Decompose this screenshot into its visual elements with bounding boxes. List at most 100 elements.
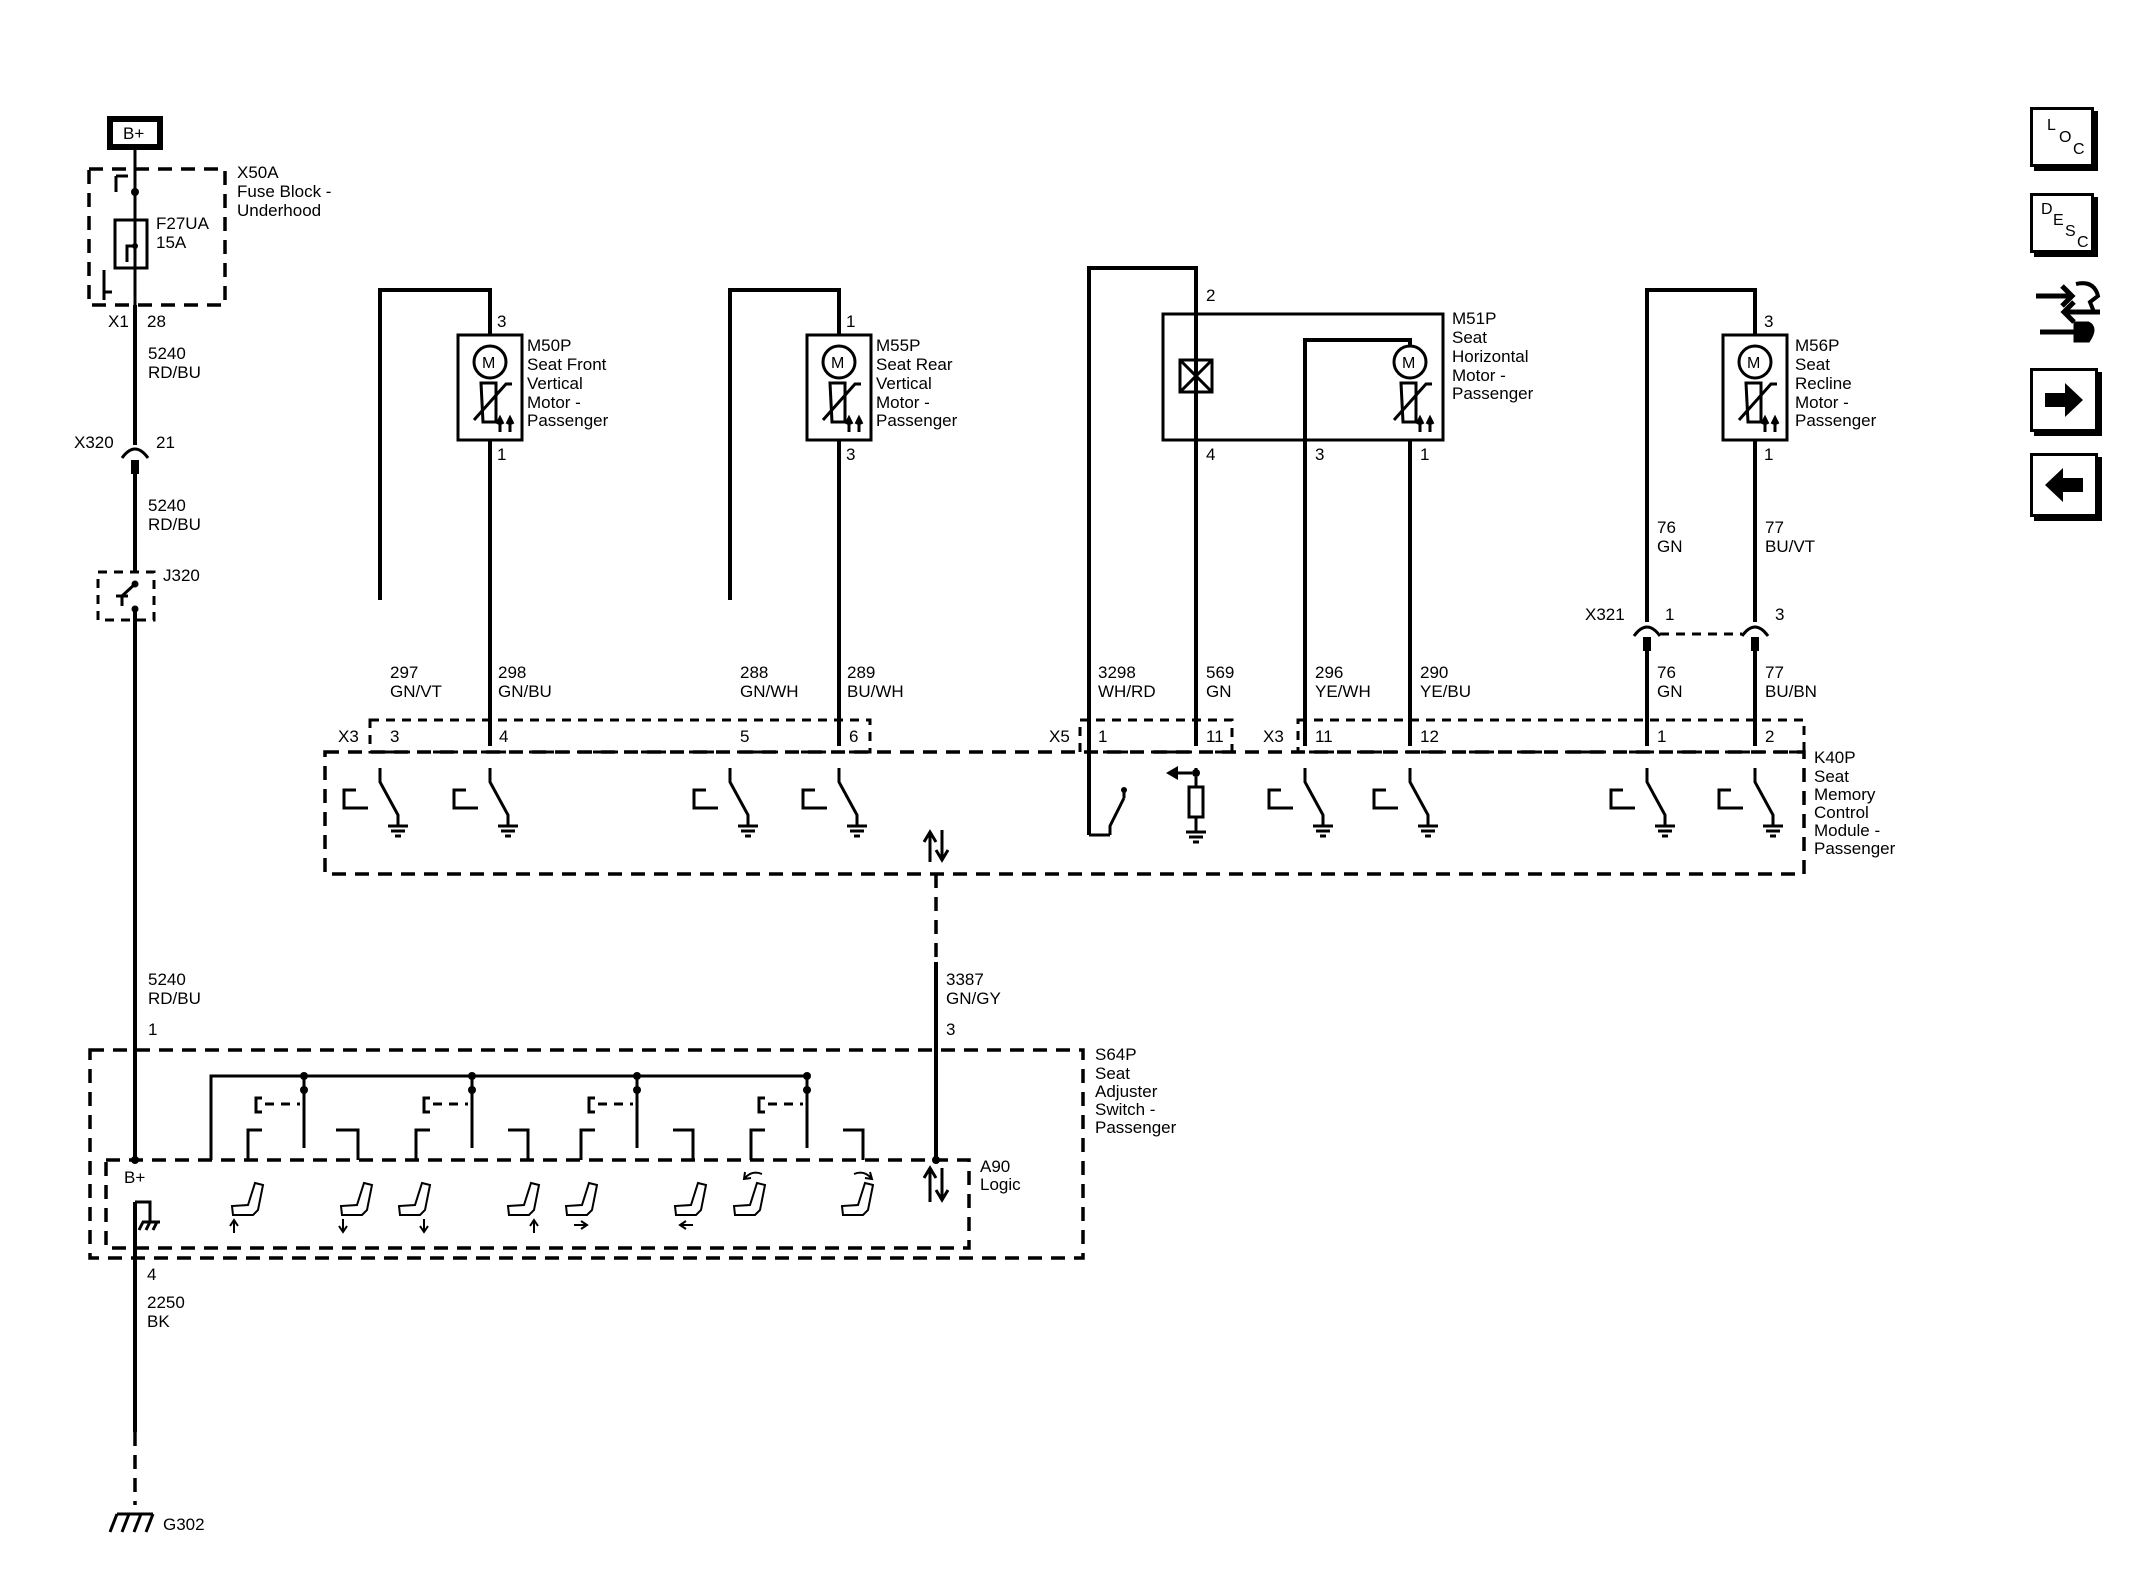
k40p-line5: Passenger <box>1814 839 1896 858</box>
ground-wire-circuit: 2250 <box>147 1293 185 1312</box>
a90-ground-symbol <box>135 1200 160 1231</box>
m50p-line3: Motor - <box>527 393 581 412</box>
m55p-wire-b-circuit: 289 <box>847 663 875 682</box>
k40p-sensor-resistor <box>1187 785 1205 819</box>
k40p-x3-connector <box>368 718 872 754</box>
m56p-pin-bottom: 1 <box>1764 445 1773 464</box>
arrow-right-icon <box>2045 383 2083 417</box>
fuse-rating: 15A <box>156 233 187 252</box>
m56p-wire-d-circuit: 77 <box>1765 663 1784 682</box>
loc-button[interactable]: L O C <box>2030 107 2094 167</box>
m56p-wire-d-color: BU/BN <box>1765 682 1817 701</box>
k40p-x3b-connector <box>1296 718 1806 754</box>
fuse-block-name-1: Fuse Block - <box>237 182 331 201</box>
main-wire-circuit-1: 5240 <box>148 344 186 363</box>
m51p-line2: Horizontal <box>1452 347 1529 366</box>
loc-o: O <box>2059 129 2072 146</box>
m51p-wire-a-color: WH/RD <box>1098 682 1156 701</box>
m50p-line1: Seat Front <box>527 355 607 374</box>
m51p-wire-c-circuit: 296 <box>1315 663 1343 682</box>
svg-text:M: M <box>1402 355 1415 372</box>
fuse-block-pin: 28 <box>147 312 166 331</box>
m56p-wire-c-color: GN <box>1657 682 1683 701</box>
m56p-motor-symbol <box>1737 344 1773 380</box>
s64p-line2: Adjuster <box>1095 1082 1158 1101</box>
m51p-pin-top: 2 <box>1206 286 1215 305</box>
m56p-wire-a-color: GN <box>1657 537 1683 556</box>
k40p-x5-connector <box>1078 718 1234 754</box>
m55p-motor-symbol <box>821 344 857 380</box>
desc-d: D <box>2041 201 2053 218</box>
s64p-line3: Switch - <box>1095 1100 1155 1119</box>
m51p-switch-symbol <box>1178 358 1214 394</box>
next-page-button[interactable] <box>2030 368 2098 432</box>
m56p-wire-b-color: BU/VT <box>1765 537 1815 556</box>
m56p-line4: Passenger <box>1795 411 1877 430</box>
x321-pin-a: 1 <box>1665 605 1674 624</box>
m55p-line4: Passenger <box>876 411 958 430</box>
m50p-id: M50P <box>527 336 571 355</box>
svg-text:M: M <box>831 355 844 372</box>
m51p-line4: Passenger <box>1452 384 1534 403</box>
m55p-wire-a-color: GN/WH <box>740 682 799 701</box>
a90-id: A90 <box>980 1157 1010 1176</box>
m50p-wire-b-color: GN/BU <box>498 682 552 701</box>
k40p-pin-4: 1 <box>1098 727 1107 746</box>
loc-l: L <box>2047 117 2056 134</box>
k40p-pin-3: 6 <box>849 727 858 746</box>
m55p-line1: Seat Rear <box>876 355 953 374</box>
k40p-pin-6: 11 <box>1315 727 1333 746</box>
desc-button[interactable]: D E S C <box>2030 193 2094 253</box>
s64p-id: S64P <box>1095 1045 1137 1064</box>
m51p-pin-mid-b: 3 <box>1315 445 1324 464</box>
battery-label: B+ <box>123 124 144 143</box>
m56p-pin-top: 3 <box>1764 312 1773 331</box>
j320-id: J320 <box>163 566 200 585</box>
k40p-pin-2: 5 <box>740 727 749 746</box>
serial-wire-pin: 3 <box>946 1020 955 1039</box>
m55p-pin-top: 1 <box>846 312 855 331</box>
m56p-id: M56P <box>1795 336 1839 355</box>
x320-pin: 21 <box>156 433 175 452</box>
m50p-pin-top: 3 <box>497 312 506 331</box>
main-wire-color-2: RD/BU <box>148 515 201 534</box>
m51p-line3: Motor - <box>1452 366 1506 385</box>
x321-connector-b <box>1740 625 1770 637</box>
k40p-x3-label: X3 <box>338 727 359 746</box>
s64p-wire-circuit: 5240 <box>148 970 186 989</box>
ground-wire-pin: 4 <box>147 1265 156 1284</box>
x320-id: X320 <box>74 433 114 452</box>
connector-wrench-icon[interactable] <box>2032 276 2104 348</box>
a90-serial-arrows <box>922 1165 950 1203</box>
main-wire-color-1: RD/BU <box>148 363 201 382</box>
m55p-line2: Vertical <box>876 374 932 393</box>
fuse-block-name-2: Underhood <box>237 201 321 220</box>
main-wire-circuit-2: 5240 <box>148 496 186 515</box>
x321-connector-a <box>1632 625 1662 637</box>
m51p-pin-mid-c: 1 <box>1420 445 1429 464</box>
desc-c: C <box>2077 234 2089 251</box>
x321-id: X321 <box>1585 605 1625 624</box>
k40p-line3: Control <box>1814 803 1869 822</box>
m55p-pin-bottom: 3 <box>846 445 855 464</box>
fuse-symbol <box>113 218 149 270</box>
connector-wrench-svg <box>2036 281 2101 343</box>
m50p-line2: Vertical <box>527 374 583 393</box>
j320-splice <box>96 570 156 622</box>
loc-c: C <box>2073 141 2085 158</box>
a90-logic-outline <box>104 1158 971 1250</box>
k40p-x5-input-switch <box>1089 790 1126 837</box>
k40p-module-outline <box>323 750 1806 876</box>
m50p-line4: Passenger <box>527 411 609 430</box>
k40p-pin-1: 4 <box>499 727 508 746</box>
m51p-wire-c-color: YE/WH <box>1315 682 1371 701</box>
m56p-line1: Seat <box>1795 355 1830 374</box>
ground-wire-color: BK <box>147 1312 170 1331</box>
k40p-pin-8: 1 <box>1657 727 1666 746</box>
previous-page-button[interactable] <box>2030 453 2098 517</box>
desc-s: S <box>2065 223 2076 240</box>
k40p-pin-7: 12 <box>1420 727 1439 746</box>
s64p-direction-arrows <box>229 1171 874 1234</box>
m56p-wire-b-circuit: 77 <box>1765 518 1784 537</box>
